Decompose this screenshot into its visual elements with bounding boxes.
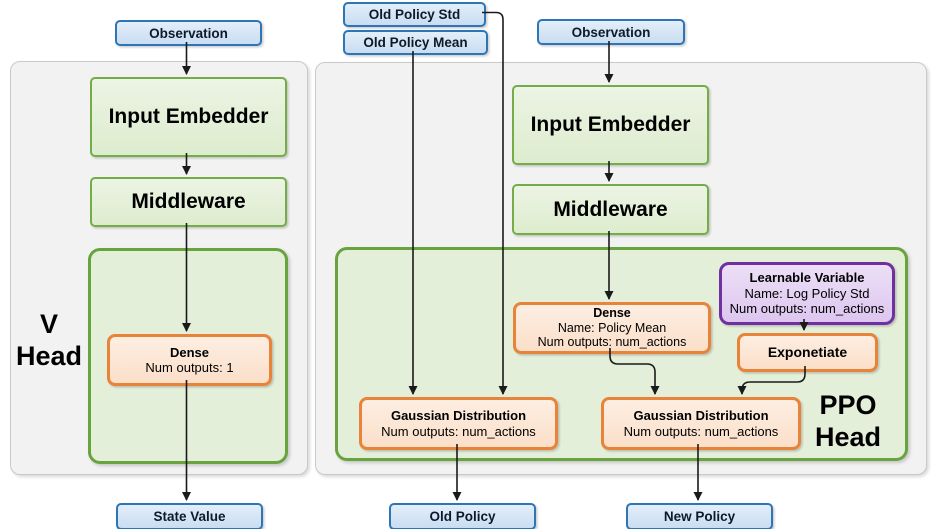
ppo-head-observation-node: Observation	[537, 19, 685, 45]
learnable-variable-name: Name: Log Policy Std	[744, 285, 870, 301]
ppo-head-title: PPO Head	[800, 389, 896, 454]
gaussian-distribution-old-node: Gaussian Distribution Num outputs: num_a…	[359, 397, 558, 450]
ppo-head-title-line1: PPO	[819, 390, 877, 420]
state-value-label: State Value	[153, 509, 226, 524]
v-head-title-line1: V	[39, 309, 58, 339]
v-head-dense-numoutputs: Num outputs: 1	[145, 360, 234, 375]
v-head-observation-label: Observation	[149, 25, 228, 41]
state-value-node: State Value	[116, 503, 263, 529]
v-head-title-line2: Head	[15, 341, 83, 372]
v-head-input-embedder-node: Input Embedder	[90, 77, 287, 157]
gaussian-distribution-new-node: Gaussian Distribution Num outputs: num_a…	[601, 397, 801, 450]
gaussian-old-numoutputs: Num outputs: num_actions	[381, 423, 536, 439]
ppo-head-observation-label: Observation	[571, 24, 651, 40]
v-head-title: V Head	[10, 308, 88, 373]
policy-mean-dense-node: Dense Name: Policy Mean Num outputs: num…	[513, 302, 711, 354]
old-policy-mean-label: Old Policy Mean	[363, 35, 468, 50]
policy-mean-dense-title: Dense	[593, 305, 631, 320]
v-head-middleware-label: Middleware	[131, 190, 246, 213]
ppo-head-middleware-label: Middleware	[553, 197, 668, 221]
old-policy-std-label: Old Policy Std	[368, 7, 461, 22]
ppo-head-middleware-node: Middleware	[512, 184, 709, 235]
learnable-variable-node: Learnable Variable Name: Log Policy Std …	[719, 262, 895, 325]
new-policy-node: New Policy	[626, 503, 773, 529]
new-policy-label: New Policy	[663, 509, 736, 524]
gaussian-new-title: Gaussian Distribution	[633, 408, 769, 424]
exponetiate-label: Exponetiate	[767, 344, 848, 361]
old-policy-node: Old Policy	[389, 503, 536, 529]
policy-mean-dense-name: Name: Policy Mean	[557, 320, 667, 335]
old-policy-std-node: Old Policy Std	[343, 2, 486, 27]
v-head-middleware-node: Middleware	[90, 177, 287, 227]
v-head-dense-node: Dense Num outputs: 1	[107, 334, 272, 386]
v-head-input-embedder-label: Input Embedder	[108, 105, 269, 128]
learnable-variable-title: Learnable Variable	[749, 270, 865, 286]
old-policy-mean-node: Old Policy Mean	[343, 30, 488, 55]
gaussian-old-title: Gaussian Distribution	[390, 408, 527, 424]
ppo-head-title-line2: Head	[814, 422, 882, 453]
exponetiate-node: Exponetiate	[737, 333, 878, 372]
learnable-variable-numoutputs: Num outputs: num_actions	[729, 301, 885, 317]
ppo-head-input-embedder-label: Input Embedder	[530, 113, 691, 136]
v-head-observation-node: Observation	[115, 20, 262, 46]
policy-mean-dense-numoutputs: Num outputs: num_actions	[537, 335, 687, 350]
v-head-dense-title: Dense	[169, 344, 210, 360]
gaussian-new-numoutputs: Num outputs: num_actions	[623, 423, 779, 439]
ppo-head-input-embedder-node: Input Embedder	[512, 85, 709, 165]
old-policy-label: Old Policy	[429, 509, 496, 524]
